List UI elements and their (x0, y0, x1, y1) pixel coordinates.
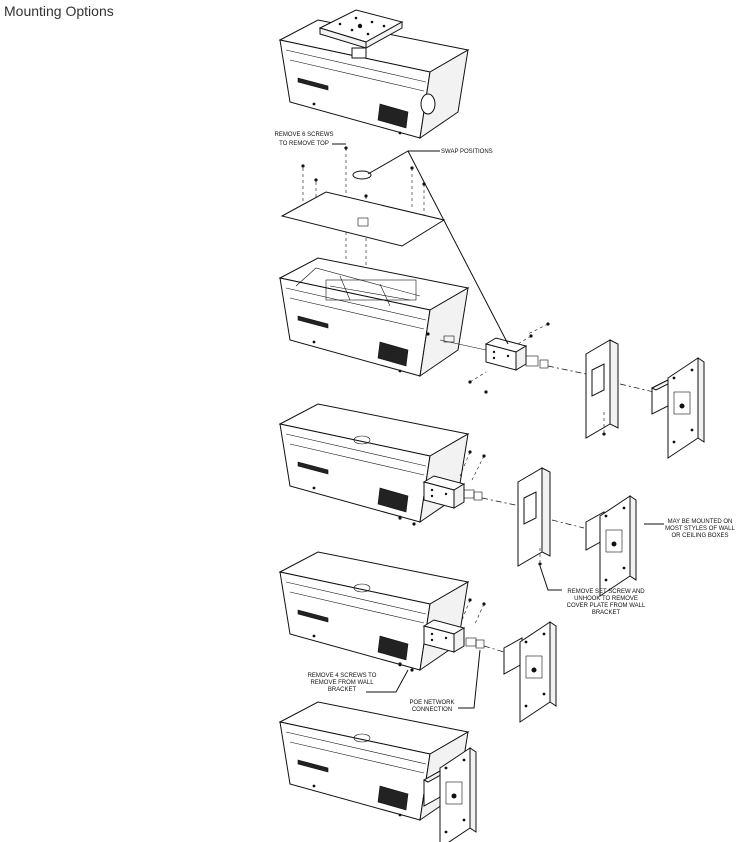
assembly-2 (279, 146, 705, 459)
svg-text:BRACKET: BRACKET (328, 687, 357, 693)
svg-text:POE NETWORK: POE NETWORK (409, 700, 454, 706)
callout-set-screw: REMOVE SET SCREW AND UNHOOK TO REMOVE CO… (567, 589, 646, 616)
assembly-3 (279, 403, 637, 597)
assembly-1 (279, 9, 469, 139)
callout-remove-bracket: REMOVE 4 SCREWS TO REMOVE FROM WALL BRAC… (308, 673, 377, 693)
svg-text:SWAP POSITIONS: SWAP POSITIONS (441, 149, 493, 155)
svg-text:CONNECTION: CONNECTION (412, 707, 452, 713)
assembly-4 (279, 551, 557, 723)
svg-text:REMOVE FROM WALL: REMOVE FROM WALL (310, 680, 374, 686)
callout-remove-top: REMOVE 6 SCREWS TO REMOVE TOP (274, 132, 333, 147)
svg-text:MAY BE MOUNTED ON: MAY BE MOUNTED ON (668, 519, 733, 525)
svg-text:REMOVE 4 SCREWS TO: REMOVE 4 SCREWS TO (308, 673, 377, 679)
svg-text:REMOVE 6 SCREWS: REMOVE 6 SCREWS (274, 132, 333, 138)
svg-text:TO REMOVE TOP: TO REMOVE TOP (279, 141, 329, 147)
page-title: Mounting Options (4, 3, 114, 19)
callout-swap-positions: SWAP POSITIONS (441, 149, 493, 155)
svg-text:REMOVE SET SCREW AND: REMOVE SET SCREW AND (567, 589, 645, 595)
svg-text:OR CEILING BOXES: OR CEILING BOXES (671, 533, 728, 539)
svg-text:MOST STYLES OF WALL: MOST STYLES OF WALL (665, 526, 735, 532)
assembly-5 (279, 701, 477, 842)
svg-text:BRACKET: BRACKET (592, 610, 621, 616)
callout-poe: POE NETWORK CONNECTION (409, 700, 454, 713)
callout-wall-boxes: MAY BE MOUNTED ON MOST STYLES OF WALL OR… (665, 519, 735, 539)
svg-text:COVER PLATE FROM WALL: COVER PLATE FROM WALL (567, 603, 646, 609)
svg-text:UNHOOK TO REMOVE: UNHOOK TO REMOVE (574, 596, 638, 602)
leader-lines (332, 143, 664, 709)
